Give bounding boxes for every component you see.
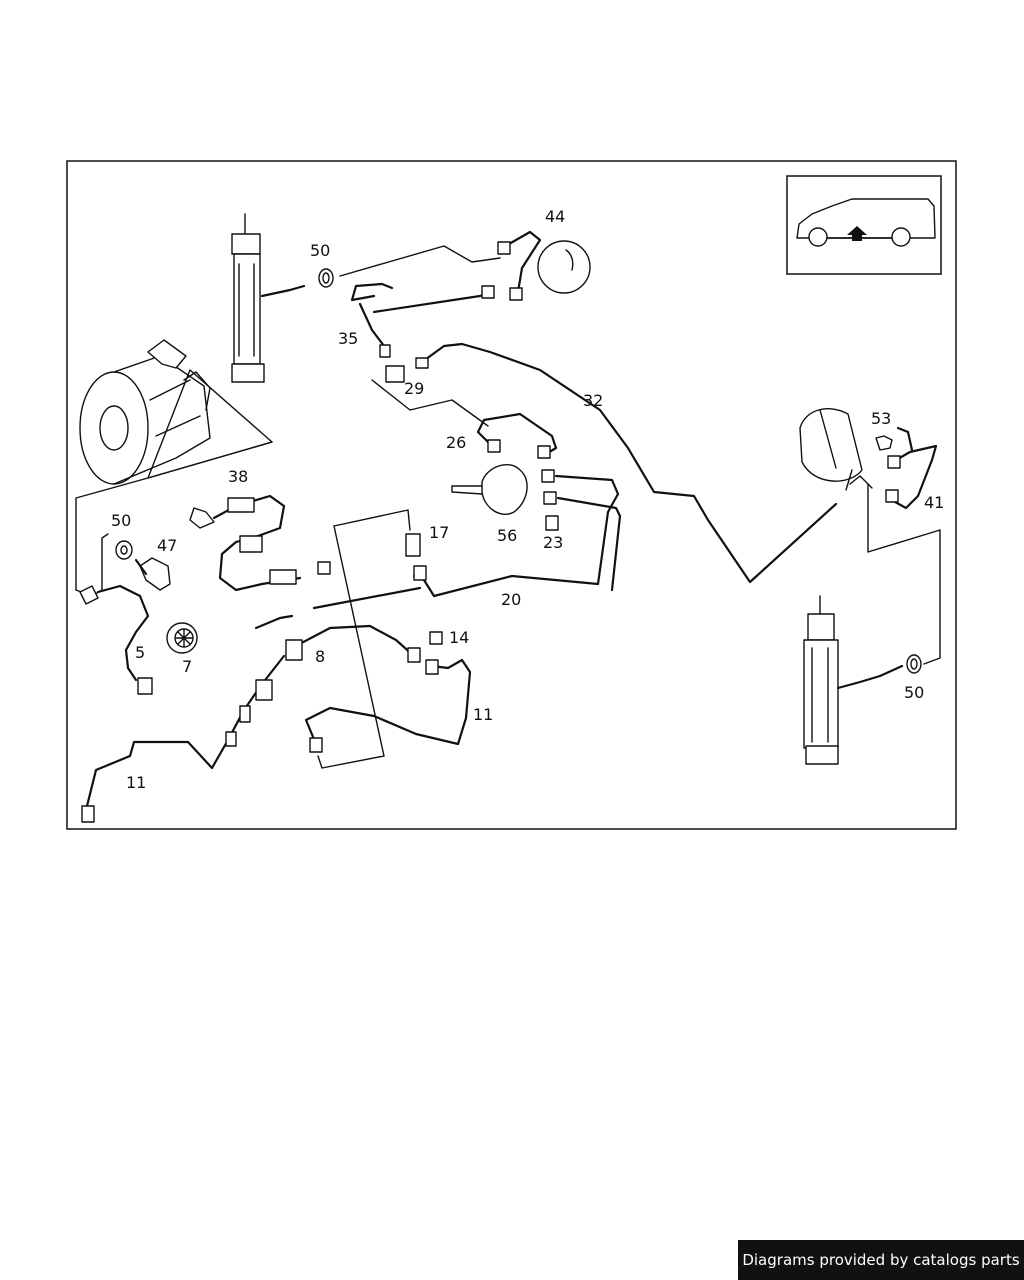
part-label-20: 20 [501,590,521,609]
filter-7 [166,622,198,654]
pressure-line-32 [420,342,838,584]
part-label-50-left: 50 [111,511,131,530]
hose-5-assembly [75,441,273,695]
valve-unit-56 [451,464,557,515]
hose-38 [189,494,331,592]
part-label-50-top: 50 [310,241,330,260]
power-steering-pump [79,339,273,485]
line-35-assembly [339,245,501,358]
connector-block-29 [371,365,489,427]
part-label-17: 17 [429,523,449,542]
credit-footer: Diagrams provided by catalogs parts [738,1240,1024,1280]
part-label-41: 41 [924,493,944,512]
part-label-56: 56 [497,526,517,545]
fitting-14 [429,631,443,645]
hose-8-line-11-left [81,614,421,823]
return-line-20 [412,474,620,598]
rear-strut-right [803,483,941,765]
part-label-53: 53 [871,409,891,428]
part-label-44: 44 [545,207,565,226]
part-label-14: 14 [449,628,469,647]
part-label-11-right: 11 [473,705,493,724]
line-26 [476,412,558,456]
pressure-reservoir-44 [497,230,591,301]
rear-reservoir [799,408,938,510]
line-11-right [304,658,472,746]
part-label-23: 23 [543,533,563,552]
diagram-frame [66,160,957,830]
part-label-35: 35 [338,329,358,348]
credit-text: Diagrams provided by catalogs parts [742,1251,1020,1269]
part-label-38: 38 [228,467,248,486]
part-label-26: 26 [446,433,466,452]
part-label-8: 8 [315,647,325,666]
part-label-29: 29 [404,379,424,398]
seal-ring-top [318,268,334,288]
part-label-50-right: 50 [904,683,924,702]
front-strut-left [231,213,306,383]
arrow-up-icon [847,226,867,241]
part-label-11-left: 11 [126,773,146,792]
part-label-47: 47 [157,536,177,555]
vehicle-locator-inset [786,175,942,275]
part-label-32: 32 [583,391,603,410]
part-label-5: 5 [135,643,145,662]
fitting-23 [545,515,559,531]
part-label-7: 7 [182,657,192,676]
